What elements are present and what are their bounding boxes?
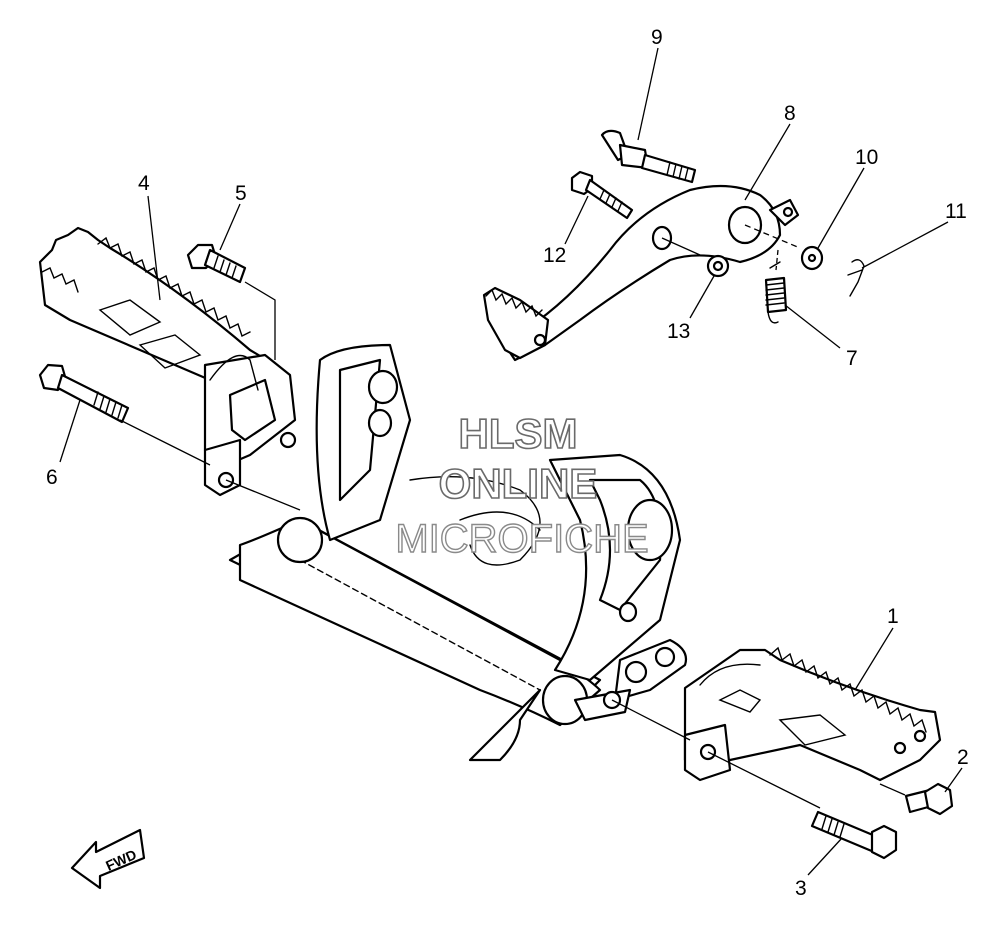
bolt-3 <box>810 810 898 860</box>
callout-6: 6 <box>46 466 58 489</box>
bolt-6 <box>38 363 130 424</box>
callout-9: 9 <box>651 26 663 49</box>
shaft-bolt-9 <box>600 129 697 184</box>
bolt-12 <box>570 170 634 220</box>
cotter-pin-11 <box>847 259 865 297</box>
callout-1: 1 <box>887 605 899 628</box>
frame-assembly <box>228 343 688 762</box>
callout-5: 5 <box>235 182 247 205</box>
callout-13: 13 <box>667 320 690 343</box>
fwd-arrow: FWD <box>70 828 146 890</box>
callout-7: 7 <box>846 347 858 370</box>
bolt-5 <box>186 243 247 284</box>
right-footrest <box>683 646 942 782</box>
assembly-lines <box>119 224 906 809</box>
nut-13 <box>706 254 730 278</box>
watermark-line1: HLSM <box>459 410 578 457</box>
callout-3: 3 <box>795 877 807 900</box>
watermark: HLSM ONLINE MICROFICHE <box>395 409 650 562</box>
watermark-line2: ONLINE <box>439 460 598 507</box>
callout-11: 11 <box>945 200 967 223</box>
watermark-line3: MICROFICHE <box>395 517 648 561</box>
washer-10 <box>800 245 824 271</box>
callout-leaders <box>59 47 963 876</box>
callout-12: 12 <box>543 244 566 267</box>
callout-numbers: 1 2 3 4 5 6 7 8 9 10 11 12 13 <box>46 26 969 900</box>
bolt-2 <box>904 782 954 816</box>
left-footrest <box>38 226 297 497</box>
brake-pedal <box>482 184 800 362</box>
callout-4: 4 <box>138 172 150 195</box>
spring-7 <box>764 261 788 324</box>
callout-10: 10 <box>855 146 878 169</box>
callout-2: 2 <box>957 746 969 769</box>
callout-8: 8 <box>784 102 796 125</box>
